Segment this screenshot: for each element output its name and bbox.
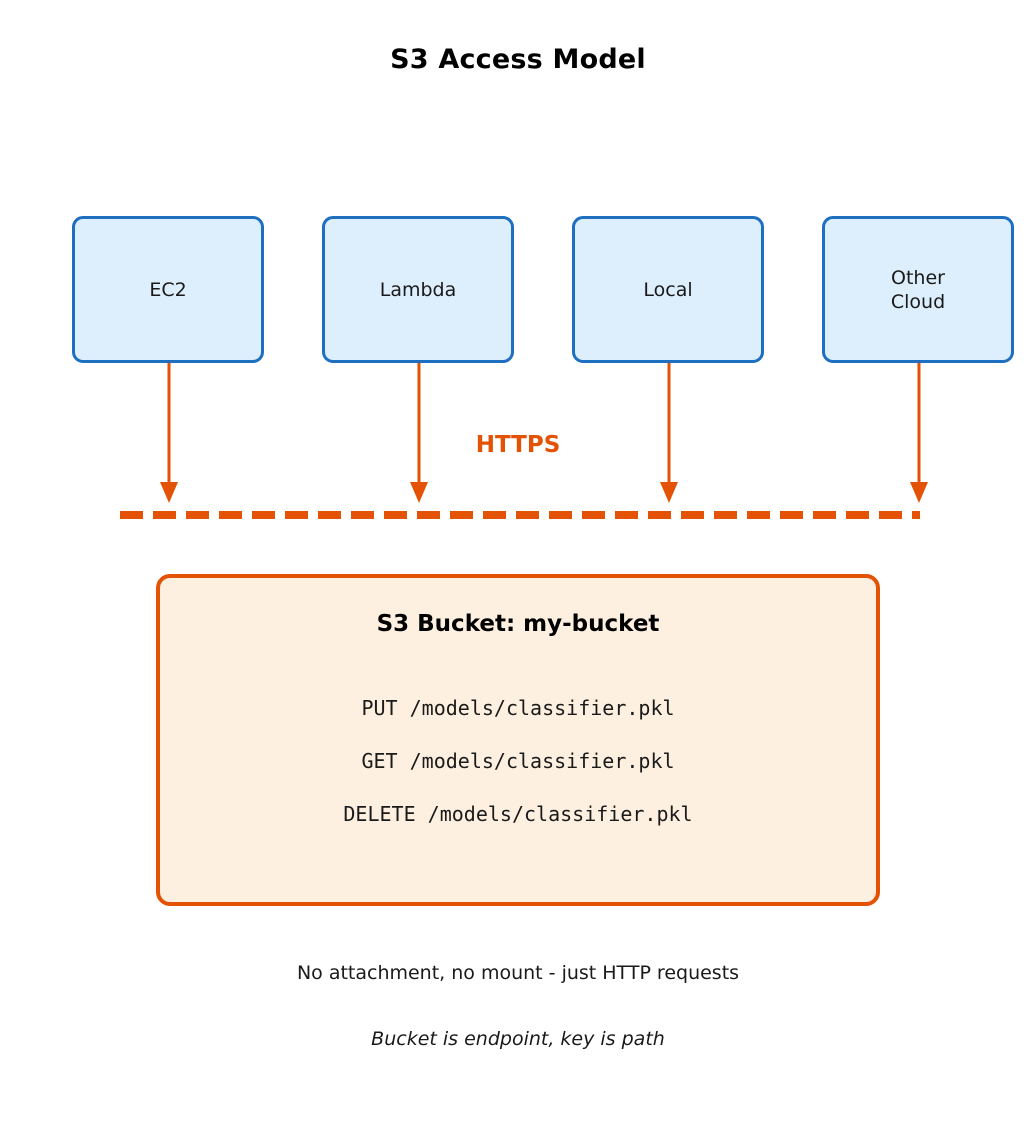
- service-boundary-dashed-line: [120, 505, 920, 519]
- https-label: HTTPS: [475, 432, 561, 458]
- bucket-operation-get: GET /models/classifier.pkl: [361, 749, 675, 773]
- client-box-label: EC2: [149, 278, 187, 301]
- footer-note-secondary: Bucket is endpoint, key is path: [371, 1028, 665, 1050]
- client-box-other-cloud[interactable]: Other Cloud: [822, 216, 1014, 363]
- s3-bucket-box[interactable]: S3 Bucket: my-bucket PUT /models/classif…: [156, 574, 880, 906]
- client-box-ec2[interactable]: EC2: [72, 216, 264, 363]
- client-box-label: Lambda: [379, 278, 457, 301]
- client-box-label: Other Cloud: [890, 266, 946, 313]
- arrow-down-icon: [658, 363, 680, 503]
- bucket-operation-delete: DELETE /models/classifier.pkl: [343, 802, 693, 826]
- arrow-down-icon: [908, 363, 930, 503]
- page-title: S3 Access Model: [390, 44, 646, 75]
- footer-note-primary: No attachment, no mount - just HTTP requ…: [296, 962, 740, 984]
- arrow-down-icon: [158, 363, 180, 503]
- bucket-title: S3 Bucket: my-bucket: [376, 611, 660, 637]
- bucket-operations-list: PUT /models/classifier.pkl GET /models/c…: [160, 696, 876, 855]
- arrow-down-icon: [408, 363, 430, 503]
- client-box-lambda[interactable]: Lambda: [322, 216, 514, 363]
- client-boxes-row: EC2 Lambda Local Other Cloud: [72, 216, 1014, 363]
- client-box-local[interactable]: Local: [572, 216, 764, 363]
- client-box-label: Local: [643, 278, 693, 301]
- bucket-operation-put: PUT /models/classifier.pkl: [361, 696, 675, 720]
